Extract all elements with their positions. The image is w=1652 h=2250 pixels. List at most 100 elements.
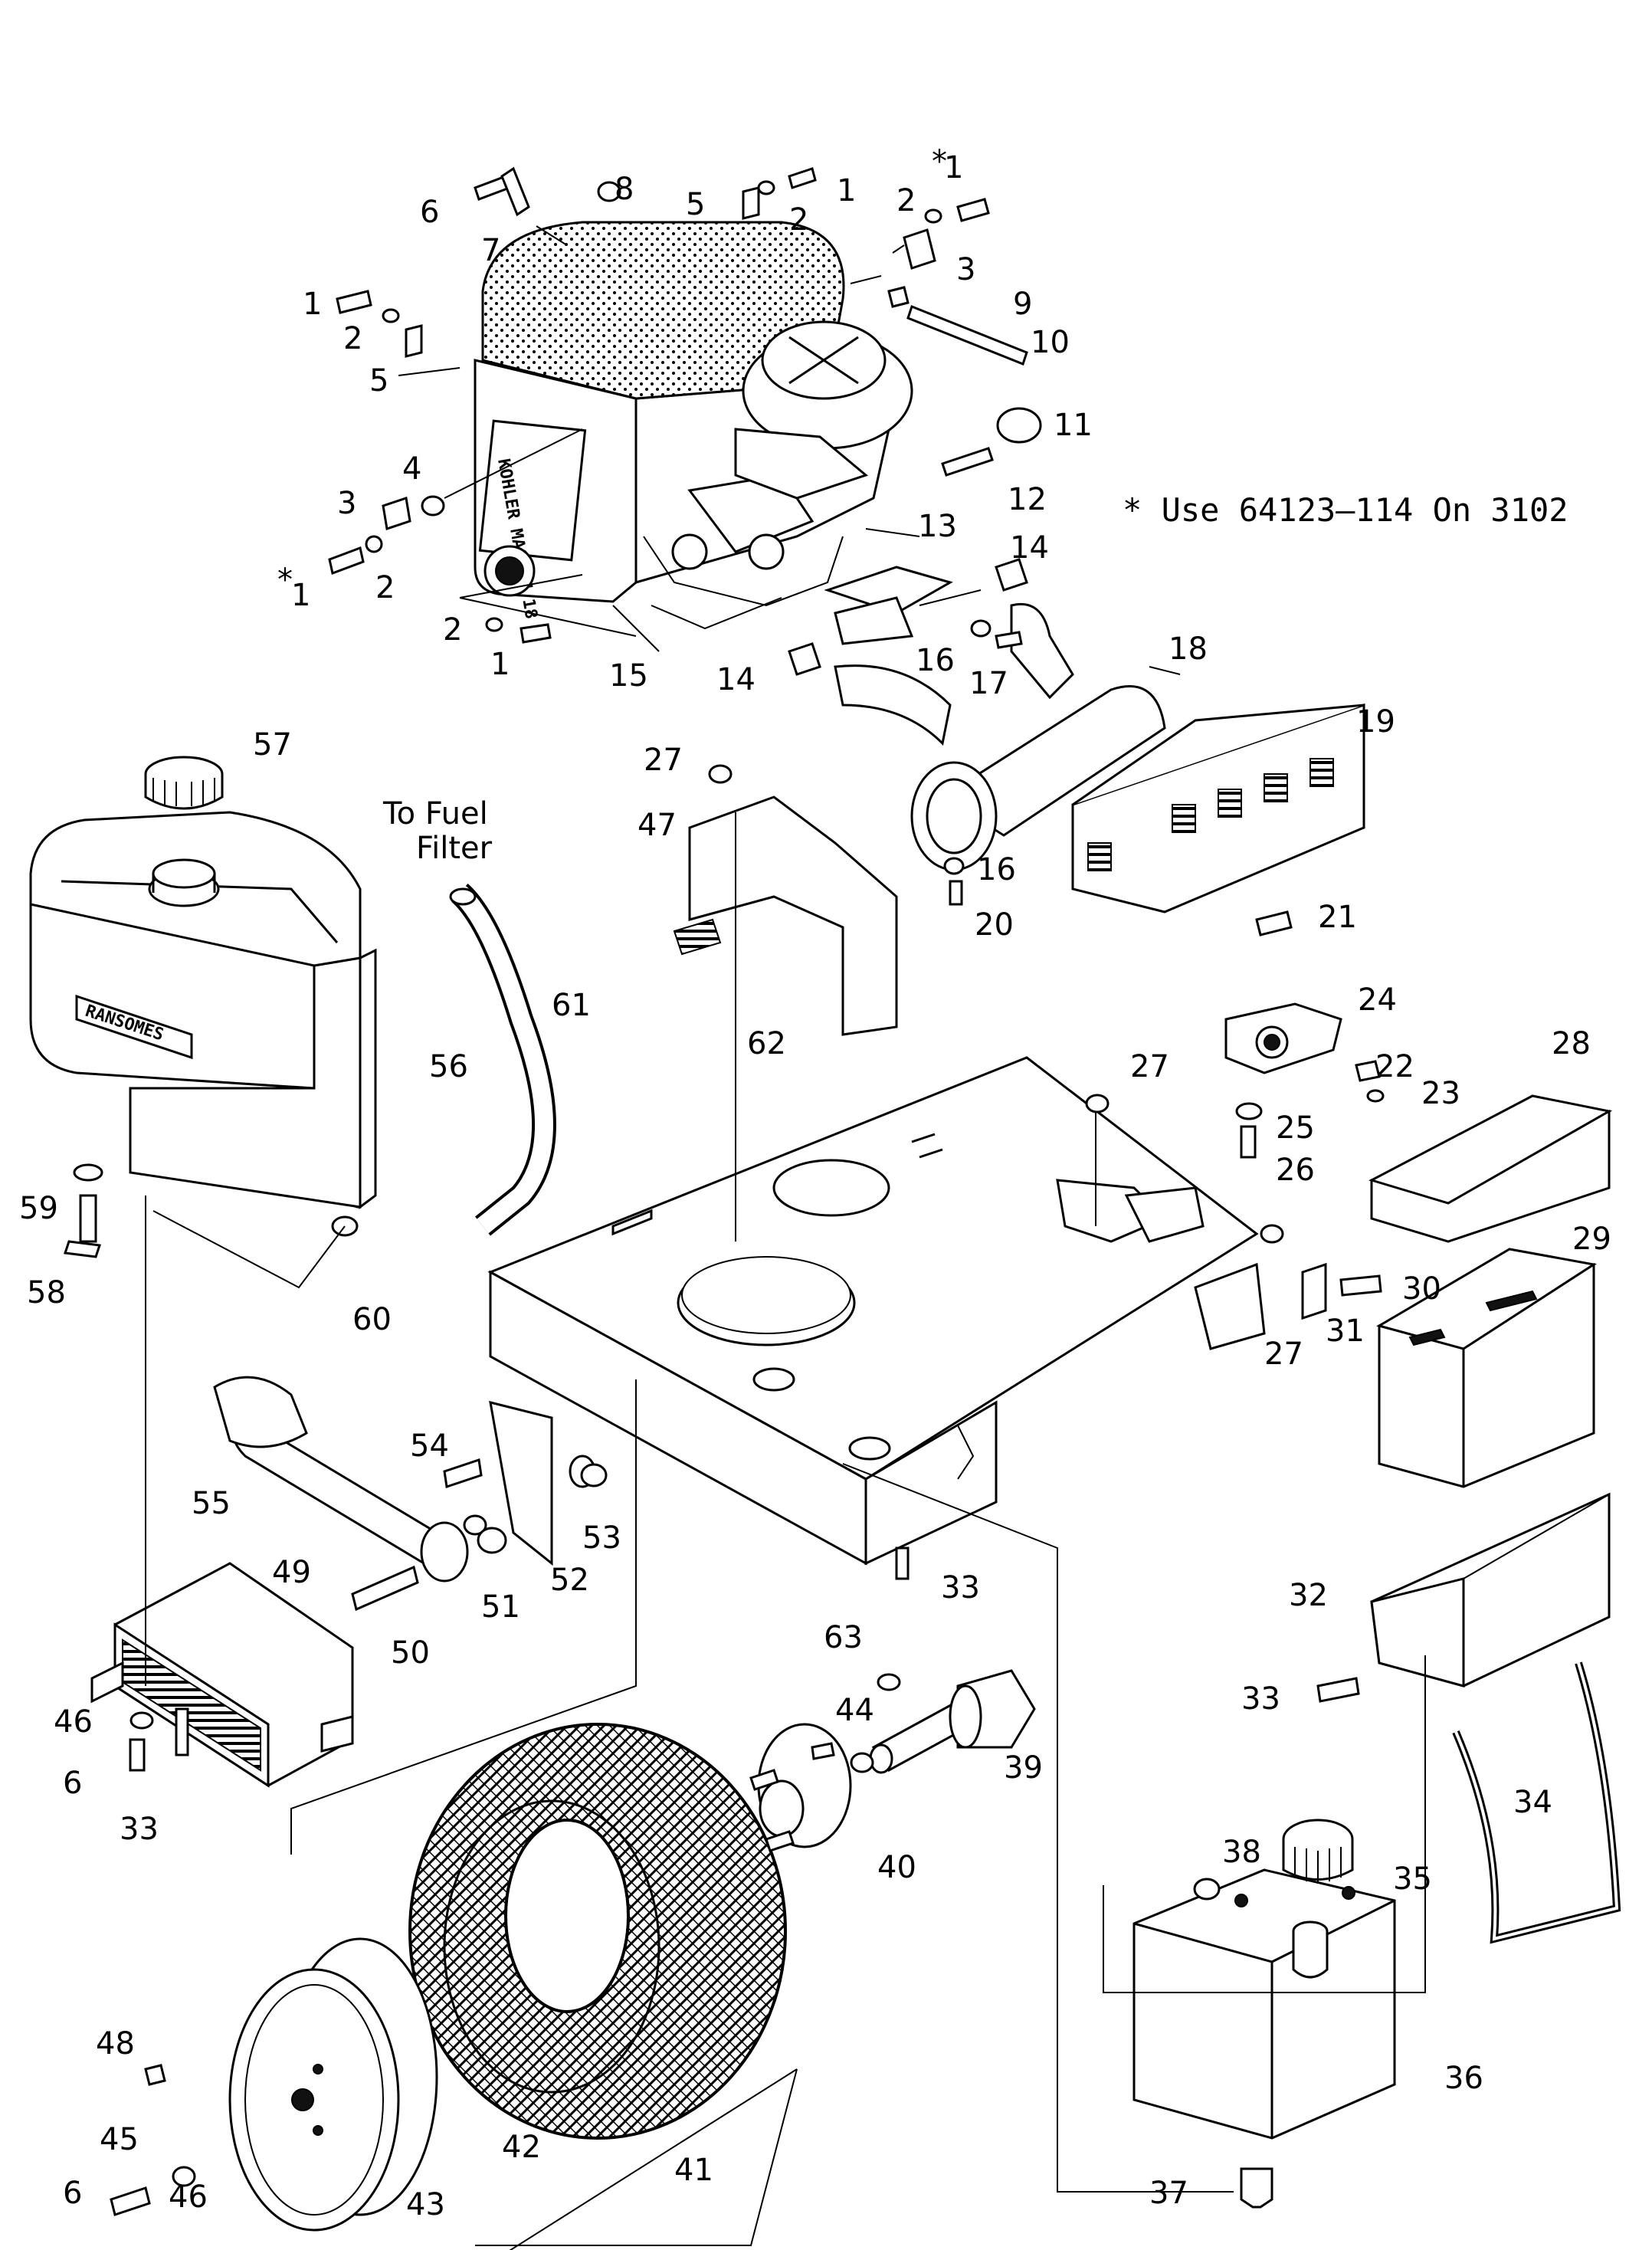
callout-8: 8: [615, 172, 634, 207]
reservoir-cap: [1282, 1819, 1354, 1884]
fuel-cap: [144, 756, 224, 810]
callout-9: 9: [1013, 287, 1032, 322]
callout-20: 20: [975, 907, 1014, 943]
callout-12: 12: [1008, 482, 1047, 517]
callout-1: 1: [291, 578, 310, 613]
callout-31: 31: [1326, 1314, 1365, 1349]
callout-35: 35: [1393, 1861, 1432, 1897]
callout-42: 42: [502, 2130, 541, 2165]
callout-5: 5: [686, 187, 705, 222]
callout-15: 15: [609, 658, 648, 694]
muffler: [834, 602, 1166, 871]
spindle: [869, 1669, 1036, 1774]
callout-6: 6: [63, 2176, 82, 2211]
callout-32: 32: [1289, 1578, 1328, 1613]
callout-1: 1: [837, 173, 856, 208]
callout-38: 38: [1222, 1835, 1261, 1870]
chassis-frame: [487, 1056, 1266, 1566]
callout-2: 2: [443, 612, 462, 648]
callout-16: 16: [916, 643, 955, 678]
callout-19: 19: [1356, 704, 1395, 740]
callout-28: 28: [1552, 1026, 1591, 1061]
battery-tray: [1370, 1492, 1611, 1688]
rear-axle: [213, 1376, 596, 1583]
callout-51: 51: [481, 1589, 520, 1625]
callout-63: 63: [824, 1620, 863, 1655]
screen-box: [90, 1562, 354, 1788]
callout-47: 47: [638, 808, 677, 843]
callout-30: 30: [1402, 1271, 1441, 1307]
callout-58: 58: [27, 1275, 66, 1310]
callout-6: 6: [63, 1766, 82, 1801]
callout-50: 50: [391, 1635, 430, 1671]
callout-18: 18: [1169, 631, 1208, 667]
callout-62: 62: [747, 1026, 786, 1061]
callout-53: 53: [582, 1520, 621, 1556]
muffler-guard: [1071, 703, 1365, 913]
callout-25: 25: [1276, 1110, 1315, 1146]
engine: KOHLER MAGNUM 18: [474, 221, 913, 630]
callout-3: 3: [956, 252, 975, 287]
callout-2: 2: [343, 321, 362, 356]
callout-57: 57: [253, 727, 292, 763]
callout-13: 13: [918, 509, 957, 544]
callout-24: 24: [1358, 982, 1397, 1018]
callout-43: 43: [406, 2187, 445, 2222]
engine-shroud: [481, 221, 845, 400]
wheel-rim: [228, 1937, 438, 2232]
callout-17: 17: [969, 666, 1008, 701]
callout-22: 22: [1375, 1049, 1414, 1084]
fuel-label-line2: Filter: [416, 831, 493, 866]
note-text: * Use 64123–114 On 3102: [1123, 491, 1568, 529]
callout-61: 61: [552, 988, 591, 1023]
callout-23: 23: [1421, 1076, 1460, 1111]
callout-55: 55: [192, 1486, 231, 1521]
callout-60: 60: [352, 1302, 392, 1337]
callout-48: 48: [96, 2026, 135, 2061]
callout-29: 29: [1572, 1222, 1611, 1257]
callout-59: 59: [19, 1191, 58, 1226]
callout-46: 46: [169, 2179, 208, 2215]
callout-4: 4: [402, 451, 421, 487]
callout-46: 46: [54, 1704, 93, 1740]
callout-11: 11: [1054, 408, 1093, 443]
callout-14: 14: [716, 662, 756, 697]
callout-33: 33: [941, 1570, 980, 1606]
fuel-fitting: [63, 1163, 103, 1258]
callout-1: 1: [303, 287, 322, 322]
callout-27: 27: [1130, 1049, 1169, 1084]
callout-54: 54: [410, 1428, 449, 1464]
callout-7: 7: [481, 233, 500, 268]
callout-34: 34: [1513, 1785, 1552, 1820]
callout-39: 39: [1004, 1750, 1043, 1786]
callout-5: 5: [369, 363, 388, 399]
callout-star: *: [932, 144, 947, 179]
callout-16: 16: [977, 852, 1016, 887]
callout-37: 37: [1149, 2176, 1188, 2211]
callout-2: 2: [789, 202, 808, 238]
callout-40: 40: [877, 1850, 916, 1885]
callout-labels: * Use 64123–114 On 3102 To Fuel Filter 1…: [19, 144, 1611, 2222]
tire: [408, 1723, 787, 2140]
callout-49: 49: [272, 1555, 311, 1590]
pillow-block: [1224, 1002, 1342, 1074]
callout-21: 21: [1318, 900, 1357, 935]
wheel-hub: [749, 1723, 852, 1852]
callout-1: 1: [944, 150, 963, 185]
callout-52: 52: [550, 1563, 589, 1598]
hydraulic-tank: [1132, 1868, 1396, 2140]
fuel-tank: RANSOMES: [29, 811, 377, 1209]
callout-2: 2: [375, 570, 395, 605]
callout-14: 14: [1010, 530, 1049, 566]
callout-33: 33: [120, 1812, 159, 1847]
callout-33: 33: [1241, 1681, 1280, 1717]
heat-shield: [688, 795, 898, 1036]
callout-27: 27: [644, 743, 683, 778]
callout-44: 44: [835, 1693, 874, 1728]
leader-lines: [145, 225, 1426, 2250]
callout-6: 6: [420, 195, 439, 230]
drain-plug: [1240, 2167, 1273, 2209]
callout-26: 26: [1276, 1153, 1315, 1188]
callout-2: 2: [896, 183, 916, 218]
